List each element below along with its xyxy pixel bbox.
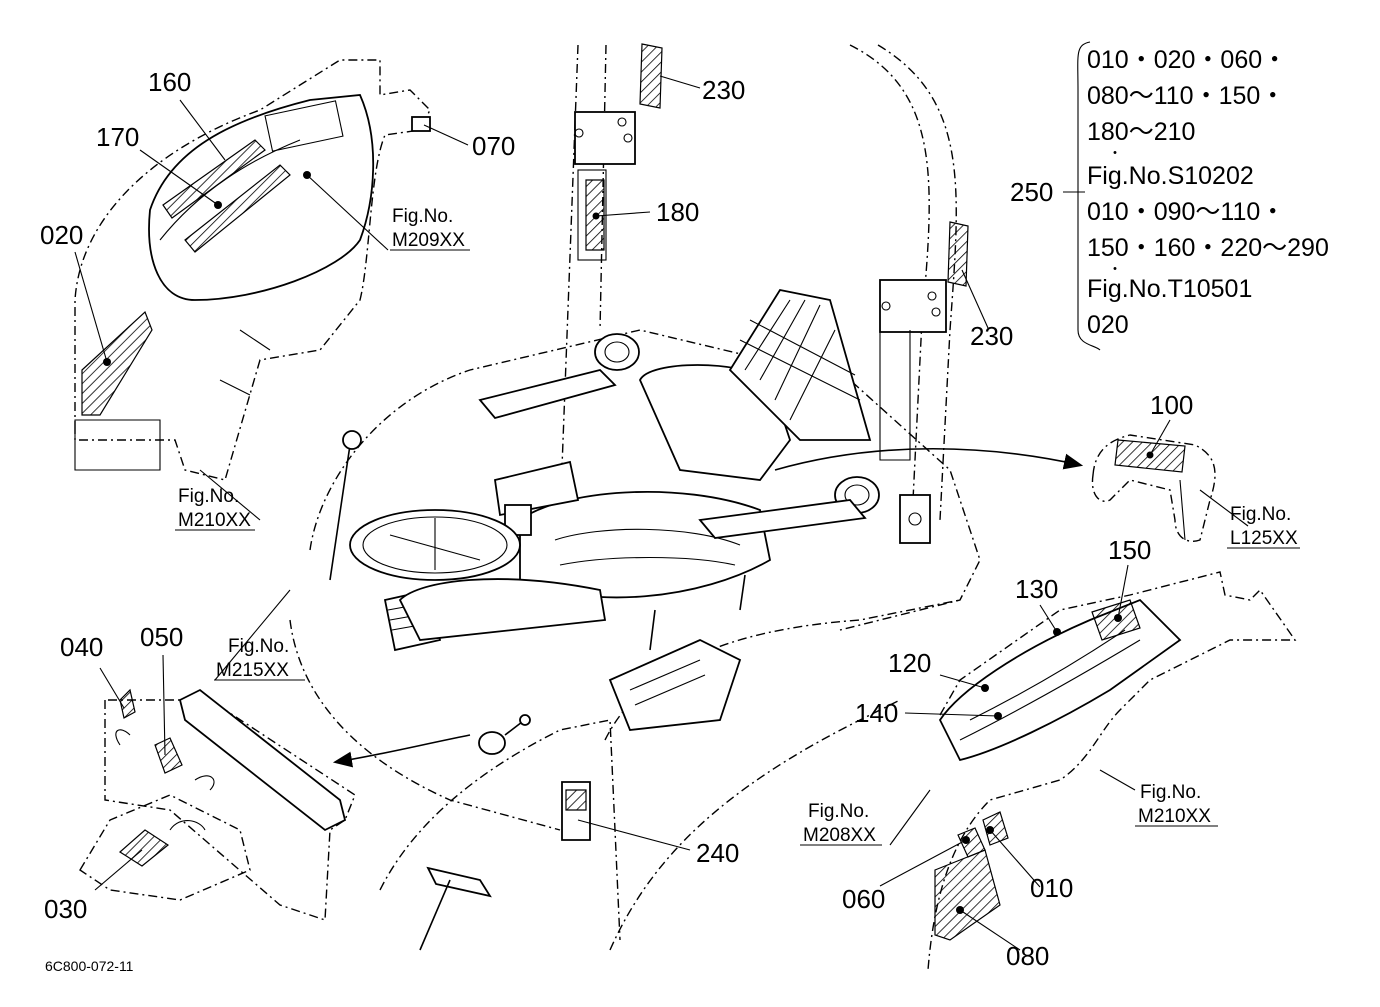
callout-010: 010 [1030, 873, 1073, 903]
set-note-line-5: Fig.No.S10202 [1087, 162, 1254, 190]
set-note-line-10: 020 [1087, 311, 1129, 339]
part-100-bracket [1091, 434, 1216, 542]
figure-ref-underlines [175, 249, 1300, 846]
callout-030: 030 [44, 894, 87, 924]
callout-060: 060 [842, 884, 885, 914]
callout-250: 250 [1010, 177, 1053, 207]
callout-230-top: 230 [702, 75, 745, 105]
callout-120: 120 [888, 648, 931, 678]
set-note-line-6: 010・090～110・ [1087, 198, 1285, 226]
fig-ref-m209-code: M209XX [392, 230, 465, 251]
fig-ref-m208-code: M208XX [803, 825, 876, 846]
callout-240: 240 [696, 838, 739, 868]
rops-frame [559, 44, 957, 521]
callout-labels: 160 170 020 070 230 180 230 250 100 150 … [40, 67, 1193, 971]
callout-080: 080 [1006, 941, 1049, 971]
set-note-line-9: Fig.No.T10501 [1087, 275, 1252, 303]
fig-ref-m209-label: Fig.No. [392, 206, 453, 227]
callout-130: 130 [1015, 574, 1058, 604]
callout-180: 180 [656, 197, 699, 227]
callout-150: 150 [1108, 535, 1151, 565]
fig-ref-m210-left-label: Fig.No. [178, 486, 239, 507]
rops-decals [561, 43, 969, 841]
fig-ref-m215-label: Fig.No. [228, 636, 289, 657]
set-note-line-8: ・ [1108, 261, 1122, 277]
fig-ref-m208-label: Fig.No. [808, 801, 869, 822]
set-note-line-2: 080～110・150・ [1087, 82, 1285, 110]
front-hood-panel [74, 59, 431, 481]
front-lower-panel [79, 688, 356, 921]
drawing-code: 6C800-072-11 [45, 958, 134, 974]
callout-070: 070 [472, 131, 515, 161]
set-note-line-1: 010・020・060・ [1087, 46, 1287, 74]
operator-station [289, 288, 981, 951]
set-note-line-7: 150・160・220～290 [1087, 234, 1329, 262]
fig-ref-l125-code: L125XX [1230, 528, 1298, 549]
callout-050: 050 [140, 622, 183, 652]
callout-230-right: 230 [970, 321, 1013, 351]
right-fender [927, 571, 1297, 971]
fig-ref-m210-right-label: Fig.No. [1140, 782, 1201, 803]
callout-140: 140 [855, 698, 898, 728]
set-note-line-3: 180～210 [1087, 118, 1195, 146]
reference-arrows [332, 447, 1084, 768]
callout-020: 020 [40, 220, 83, 250]
leader-lines [74, 41, 1249, 951]
callout-160: 160 [148, 67, 191, 97]
set-note: 010・020・060・ 080～110・150・ 180～210 ・ Fig.… [1087, 46, 1329, 339]
set-note-line-4: ・ [1108, 145, 1122, 161]
callout-170: 170 [96, 122, 139, 152]
fig-ref-l125-label: Fig.No. [1230, 504, 1291, 525]
figure-references: Fig.No. M209XX Fig.No. M210XX Fig.No. M2… [178, 206, 1298, 846]
fig-ref-m210-right-code: M210XX [1138, 806, 1211, 827]
callout-100: 100 [1150, 390, 1193, 420]
fig-ref-m215-code: M215XX [216, 660, 289, 681]
fig-ref-m210-left-code: M210XX [178, 510, 251, 531]
callout-040: 040 [60, 632, 103, 662]
